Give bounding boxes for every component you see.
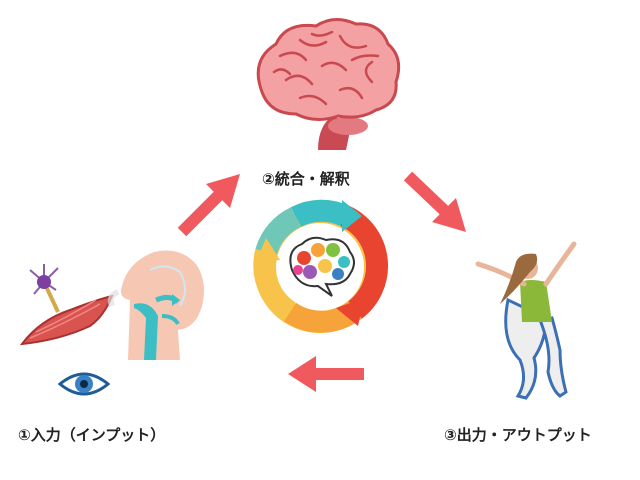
colorful-brain-icon: [289, 236, 355, 297]
eye-icon: [57, 372, 111, 396]
muscle-icon: [19, 294, 114, 346]
label-integrate: ②統合・解釈: [262, 170, 350, 188]
brain-icon: [256, 18, 401, 150]
label-output: ③出力・アウトプット: [444, 426, 592, 444]
label-input: ①入力（インプット）: [18, 426, 166, 444]
arrow-to-input: [288, 356, 364, 392]
dancing-person-icon: [475, 241, 577, 400]
neuron-icon: [29, 264, 60, 313]
cycle-ring: [253, 199, 388, 333]
arrow-to-output: [403, 171, 466, 232]
head-profile-icon: [107, 250, 204, 360]
arrow-to-integrate: [177, 174, 240, 237]
